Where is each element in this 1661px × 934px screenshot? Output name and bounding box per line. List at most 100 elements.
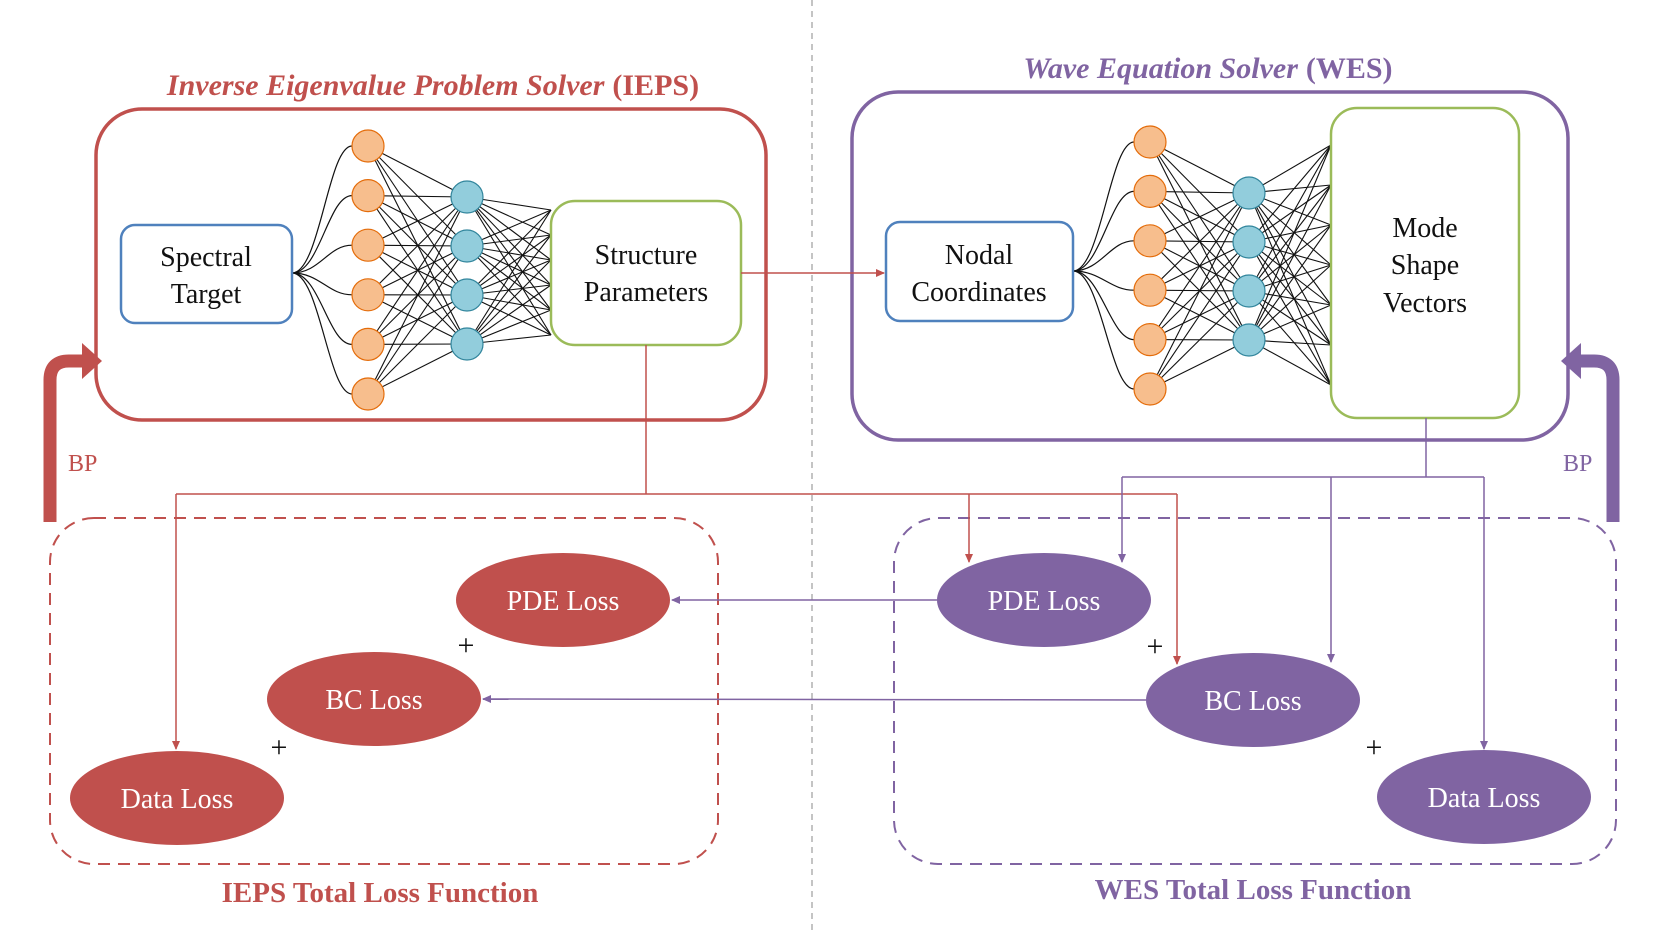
ieps-pde-loss-label: PDE Loss <box>507 586 620 617</box>
wes-neuron-layer2 <box>1232 176 1266 210</box>
ieps-hidden-edge <box>367 196 468 296</box>
wes-input-edge <box>1072 141 1135 272</box>
wes-solver-box <box>850 90 1570 442</box>
mode-shape-vectors-label-1: Mode <box>1392 213 1457 244</box>
wes-total-loss-label: WES Total Loss Function <box>1095 874 1412 906</box>
ieps-title-abbr: (IEPS) <box>612 69 699 102</box>
ieps-hidden-edge <box>367 145 468 198</box>
structure-parameters-label-1: Structure <box>595 240 698 271</box>
spectral-target-box <box>119 223 294 325</box>
ieps-neuron-layer1 <box>351 228 385 262</box>
wes-plus-1: + <box>1147 630 1164 663</box>
wes-output-edge <box>1248 184 1332 243</box>
wes-pde-loss-label: PDE Loss <box>988 586 1101 617</box>
wes-title-name: Wave Equation Solver <box>1023 52 1298 85</box>
wes-bp-arrow-shaft <box>1577 354 1620 522</box>
wes-input-edge <box>1072 270 1135 291</box>
wes-input-edge <box>1072 270 1135 341</box>
ieps-hidden-edge <box>367 196 468 246</box>
wes-hidden-edge <box>1149 339 1250 390</box>
wes-total-loss-box <box>893 517 1617 865</box>
nodal-coordinates-label-2: Coordinates <box>911 277 1046 308</box>
wes-output-edge <box>1248 241 1332 346</box>
connector-bc-wes-to-ieps <box>482 695 1147 704</box>
ieps-plus-2: + <box>271 731 288 764</box>
ieps-input-edge <box>291 145 353 274</box>
ieps-neuron-layer1 <box>351 327 385 361</box>
ieps-output-edge <box>466 209 552 296</box>
ieps-total-loss-label: IEPS Total Loss Function <box>222 877 539 909</box>
ieps-input-edge <box>291 272 353 296</box>
ieps-plus-1: + <box>458 629 475 662</box>
wes-neuron-layer2 <box>1232 323 1266 357</box>
mode-shape-vectors-box <box>1329 106 1521 420</box>
wes-input-edge <box>1072 270 1135 390</box>
structure-parameters-label-2: Parameters <box>584 277 708 308</box>
wes-plus-2: + <box>1366 731 1383 764</box>
wes-hidden-edge <box>1149 241 1250 390</box>
wes-output-edge <box>1248 224 1332 292</box>
wes-title: Wave Equation Solver(WES) <box>1023 52 1392 85</box>
nodal-coordinates-label-1: Nodal <box>945 240 1014 271</box>
ieps-input-edge <box>291 195 353 274</box>
ieps-neuron-layer2 <box>450 278 484 312</box>
ieps-input-edge <box>291 272 353 395</box>
structure-parameters-box <box>549 199 743 347</box>
wes-neuron-layer1 <box>1133 273 1167 307</box>
ieps-hidden-edge <box>367 343 468 395</box>
wes-neuron-layer1 <box>1133 323 1167 357</box>
spectral-target-label-2: Target <box>171 279 242 310</box>
wes-data-loss-label: Data Loss <box>1428 783 1541 814</box>
ieps-output-edge <box>466 234 552 296</box>
wes-output-edge <box>1248 184 1332 341</box>
wes-output-edge <box>1248 144 1332 341</box>
ieps-bc-loss-ellipse <box>267 652 481 746</box>
ieps-neuron-layer2 <box>450 327 484 361</box>
ieps-solver-box <box>94 107 768 422</box>
ieps-neuron-layer2 <box>450 180 484 214</box>
ieps-input-edge <box>291 272 353 345</box>
ieps-data-loss-ellipse <box>70 751 284 845</box>
wes-neuron-layer1 <box>1133 125 1167 159</box>
wes-hidden-edge <box>1149 192 1250 390</box>
wes-neuron-layer2 <box>1232 225 1266 259</box>
ieps-neuron-layer1 <box>351 179 385 213</box>
wes-title-abbr: (WES) <box>1306 52 1393 85</box>
wes-neural-network <box>1072 125 1332 406</box>
ieps-hidden-edge <box>367 196 468 345</box>
ieps-neural-network <box>291 129 552 411</box>
ieps-output-edge <box>466 259 552 345</box>
wes-neuron-layer1 <box>1133 174 1167 208</box>
wes-hidden-edge <box>1149 290 1250 390</box>
wes-neuron-layer1 <box>1133 372 1167 406</box>
ieps-bp-arrow-head <box>82 343 102 379</box>
ieps-data-loss-label: Data Loss <box>121 784 234 815</box>
ieps-total-loss-box <box>49 517 719 865</box>
ieps-output-edge <box>466 234 552 345</box>
ieps-hidden-edge <box>367 196 468 395</box>
ieps-bp-label: BP <box>68 451 97 477</box>
wes-input-edge <box>1072 240 1135 272</box>
wes-hidden-edge <box>1149 192 1250 340</box>
ieps-title-name: Inverse Eigenvalue Problem Solver <box>166 69 605 102</box>
ieps-bp-arrow-shaft <box>43 354 86 522</box>
ieps-output-edge <box>466 209 552 345</box>
wes-data-loss-ellipse <box>1377 750 1591 844</box>
ieps-neuron-layer1 <box>351 377 385 411</box>
ieps-hidden-edge <box>367 294 468 395</box>
wes-hidden-edge <box>1149 192 1250 242</box>
ieps-output-edge <box>466 284 552 345</box>
wes-bp-label: BP <box>1563 451 1592 477</box>
wes-output-edge <box>1248 144 1332 292</box>
wes-bp-arrow-head <box>1561 343 1581 379</box>
spectral-target-label-1: Spectral <box>160 242 252 273</box>
wes-output-edge <box>1248 224 1332 341</box>
wes-output-edge <box>1248 264 1332 341</box>
wes-bc-loss-ellipse <box>1146 653 1360 747</box>
wes-hidden-edge <box>1149 192 1250 291</box>
wes-neuron-layer2 <box>1232 274 1266 308</box>
wes-input-edge <box>1072 190 1135 272</box>
ieps-title: Inverse Eigenvalue Problem Solver(IEPS) <box>166 69 699 102</box>
